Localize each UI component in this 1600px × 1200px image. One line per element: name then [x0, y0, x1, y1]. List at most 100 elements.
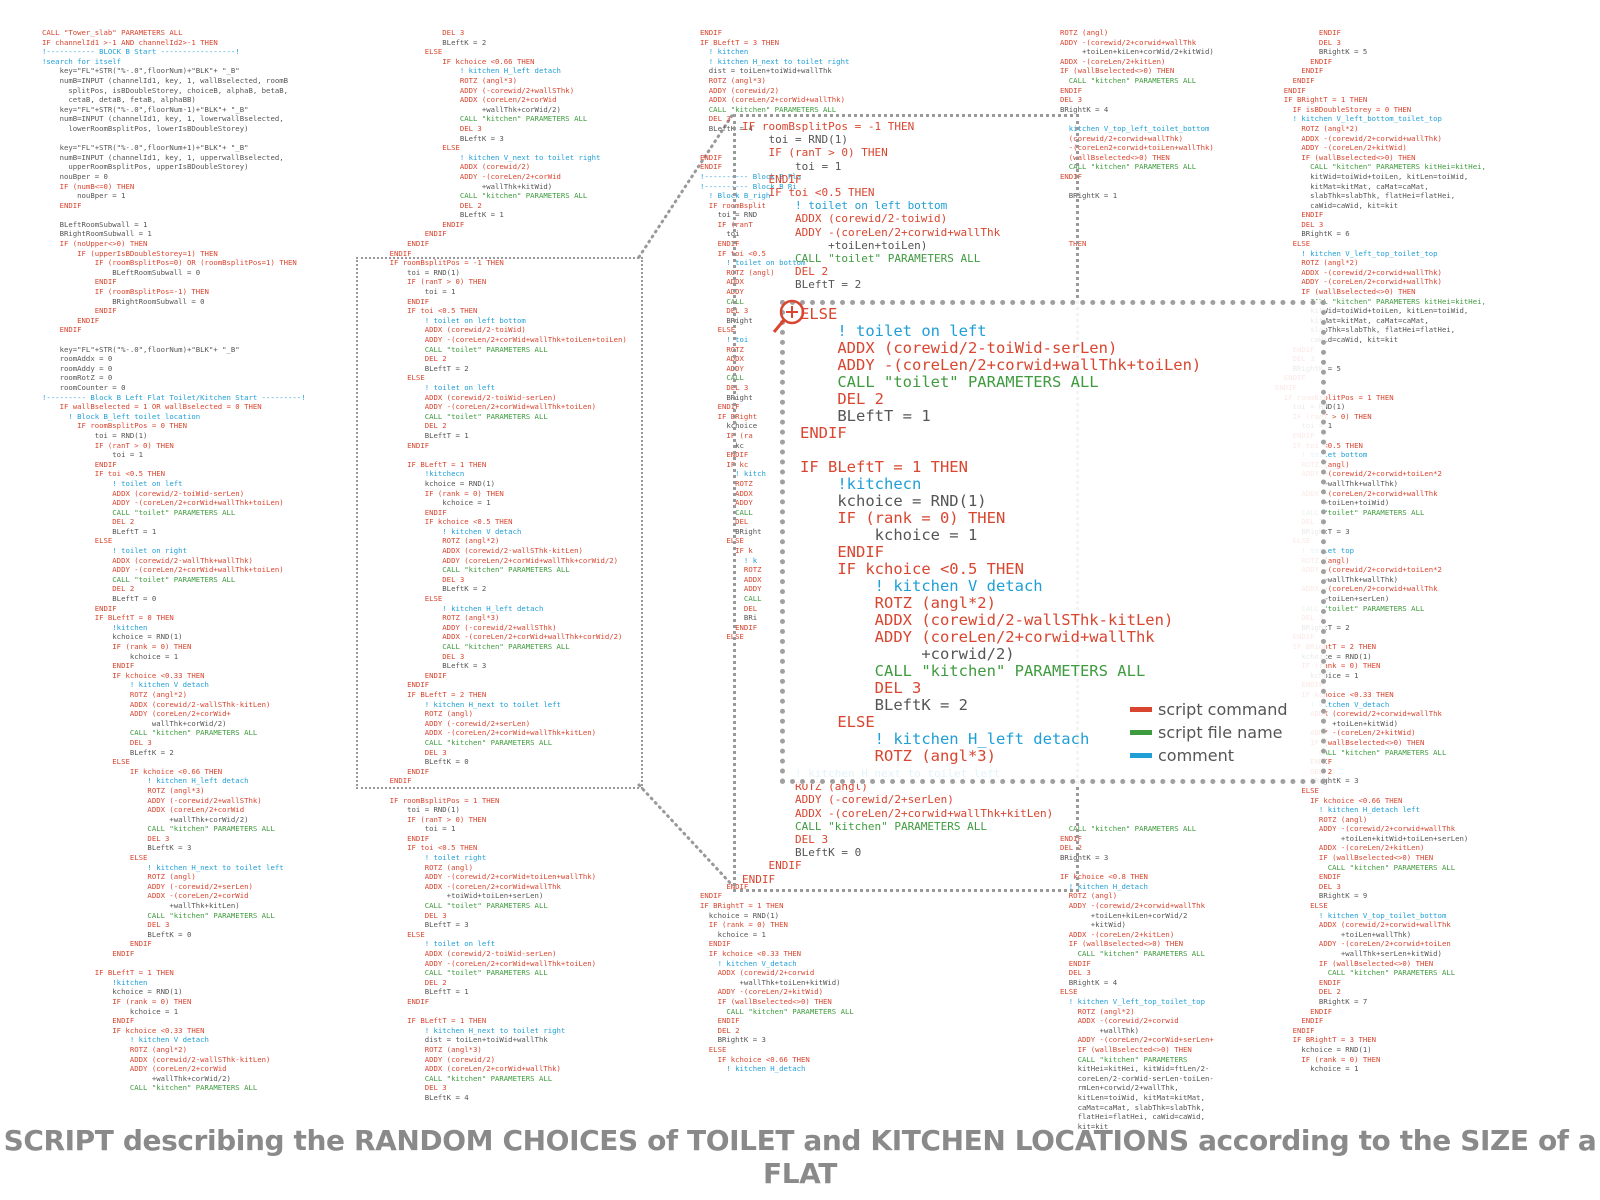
- col-2-line: DEL 3: [372, 651, 465, 661]
- col-1-line: ! kitchen V detach: [42, 1035, 209, 1045]
- magnified-line: ADDX (corewid/2-toiWid-serLen): [800, 339, 1118, 357]
- col-2-line: ROTZ (angl*3): [372, 613, 500, 623]
- zoom-line: BLeftT = 2: [742, 278, 862, 292]
- col-3-line: ENDIF: [700, 881, 749, 891]
- col-4-line: ENDIF: [1060, 85, 1082, 95]
- col-5-line: caWid=caWid, kit=kit: [1275, 335, 1399, 344]
- col-3-line: ! kitchen H_detach: [700, 1064, 806, 1074]
- col-5-line: ENDIF: [1275, 28, 1341, 37]
- magnified-line: BLeftT = 1: [800, 407, 931, 425]
- col-2-line: ENDIF: [372, 996, 430, 1006]
- col-5-line: IF (wallBselected<>0) THEN: [1275, 853, 1434, 863]
- col-2-line: IF BLeftT = 2 THEN: [372, 689, 487, 699]
- col-5-line: +toiLen+toiWid): [1275, 498, 1390, 508]
- magnified-line: DEL 2: [800, 390, 884, 408]
- col-1-line: toi = 1: [42, 450, 144, 460]
- magnified-line: CALL "kitchen" PARAMETERS ALL: [800, 662, 1146, 680]
- col-3-line: IF BLeftT = 3 THEN: [700, 37, 780, 47]
- col-2-line: IF BLeftT = 1 THEN: [372, 1016, 487, 1026]
- col-2-line: IF BLeftT = 1 THEN: [372, 459, 487, 469]
- col-4-line: +toiLen+kiLen+corWid/2+kitWid): [1060, 47, 1214, 57]
- col-3-line: ENDIF: [700, 1016, 740, 1026]
- legend-label-file-name: script file name: [1158, 723, 1283, 742]
- col-5-line: ENDIF: [1275, 1016, 1324, 1026]
- col-4-line: IF (wallBselected<>0) THEN: [1060, 939, 1184, 949]
- col-4-line: (wallBselected<>0) THEN: [1060, 152, 1170, 162]
- col-4-line: [1060, 249, 1214, 259]
- col-2-line: ADDY (corewid/2): [372, 1054, 496, 1064]
- zoom-line: CALL "kitchen" PARAMETERS ALL: [742, 819, 988, 833]
- col-1-line: roomAddy = 0: [42, 363, 113, 373]
- col-1-line: BRightRoomSubwall = 0: [42, 296, 205, 306]
- col-1-line: ENDIF: [42, 939, 152, 949]
- col-4-line: [1060, 268, 1214, 278]
- col-1-line: BLeftRoomSubwall = 1: [42, 219, 148, 229]
- col-2-line: BLeftT = 3: [372, 920, 469, 930]
- col-2-line: !kitchecn: [372, 469, 465, 479]
- col-1-line: ! toilet on right: [42, 546, 187, 556]
- col-2-line: CALL "kitchen" PARAMETERS ALL: [372, 114, 588, 124]
- col-1-line: key="FL"+STR("%-.0",floorNum)+"BLK"+ "_B…: [42, 344, 240, 354]
- zoom-line: ENDIF: [742, 172, 802, 186]
- col-4-line: BRightK = 1: [1060, 191, 1118, 201]
- col-1-line: BLeftK = 0: [42, 929, 192, 939]
- col-1-line: key="FL"+STR("%-.0",floorNum)+"BLK"+ "_B…: [42, 66, 240, 76]
- col-5-line: ENDIF: [1275, 977, 1341, 987]
- col-3-line: DEL 3: [700, 114, 731, 124]
- col-1-line: roomAddx = 0: [42, 354, 113, 364]
- col-5-line: DEL 2: [1275, 987, 1341, 997]
- col-4-line: CALL "kitchen" PARAMETERS ALL: [1060, 824, 1197, 834]
- col-3-line: ENDIF: [700, 152, 722, 162]
- code-column-4: ROTZ (angl)ADDY -(corewid/2+corwid+wallT…: [1060, 28, 1214, 1131]
- zoom-line: IF toi <0.5 THEN: [742, 186, 875, 200]
- col-4-line: +toiLen+kiLen+corWid/2: [1060, 910, 1188, 920]
- col-2-line: ENDIF: [372, 440, 430, 450]
- col-1-line: kchoice = 1: [42, 1006, 179, 1016]
- col-3-line: ! toi: [700, 335, 749, 344]
- col-1-line: !kitchen: [42, 622, 148, 632]
- col-3-line: DEL 3: [700, 382, 749, 392]
- col-1-line: ENDIF: [42, 315, 100, 325]
- col-1-line: IF (noUpper<>0) THEN: [42, 239, 148, 249]
- col-2-line: BLeftK = 2: [372, 584, 487, 594]
- col-3-line: BRi: [700, 613, 758, 623]
- col-2-line: ENDIF: [372, 248, 412, 258]
- zoom-line: toi = 1: [742, 159, 842, 173]
- col-2-line: +toiWid+toiLen+serLen): [372, 891, 544, 901]
- col-3-line: DEL: [700, 517, 749, 527]
- magnified-line: kchoice = RND(1): [800, 492, 987, 510]
- col-1-line: wallThk+corWid/2): [42, 718, 227, 728]
- col-5-line: ! kitchen V_top_toilet_bottom: [1275, 910, 1447, 920]
- col-1-line: [42, 210, 306, 220]
- col-1-line: kchoice = RND(1): [42, 987, 183, 997]
- col-4-line: kitLen=toiWid, kitMat=kitMat,: [1060, 1092, 1205, 1102]
- col-1-line: BLeftRoomSubwall = 0: [42, 267, 201, 277]
- col-3-line: ROTZ: [700, 565, 762, 575]
- col-2-line: IF (rank = 0) THEN: [372, 488, 504, 498]
- col-5-line: ENDIF: [1275, 210, 1324, 220]
- col-1-line: DEL 2: [42, 517, 135, 527]
- col-1-line: CALL "kitchen" PARAMETERS ALL: [42, 910, 275, 920]
- legend-item-comment: comment: [1130, 744, 1288, 767]
- col-5-line: ! kitchen V_left_top_toilet_top: [1275, 248, 1438, 258]
- magnified-line: ADDX (corewid/2-wallSThk-kitLen): [800, 611, 1174, 629]
- magnified-line: ! toilet on left: [800, 322, 987, 340]
- col-4-line: [1060, 201, 1214, 211]
- col-4-line: [1060, 229, 1214, 239]
- col-5-line: kchoice = RND(1): [1275, 1044, 1372, 1054]
- col-1-line: CALL "kitchen" PARAMETERS ALL: [42, 1083, 258, 1093]
- col-5-line: ENDIF: [1275, 872, 1341, 882]
- col-4-line: ADDY -(corewid/2+corwid+wallThk: [1060, 37, 1197, 47]
- col-1-line: numB=INPUT (channelId1, key, 1, wallBsel…: [42, 75, 289, 85]
- col-5-line: ADDY -(coreLen/2+corwid+toiLen: [1275, 939, 1451, 949]
- col-1-line: toi = RND(1): [42, 430, 148, 440]
- col-1-line: ! Block B_left toilet location: [42, 411, 201, 421]
- col-1-line: lowerRoomBsplitPos, lowerIsBDoubleStorey…: [42, 123, 249, 133]
- col-2-line: ENDIF: [372, 219, 465, 229]
- col-1-line: DEL 2: [42, 584, 135, 594]
- col-5-line: ADDX -(corewid/2+corwid+wallThk): [1275, 133, 1442, 143]
- magnified-line: ! kitchen H_left detach: [800, 730, 1090, 748]
- col-3-line: ENDIF: [700, 622, 758, 632]
- col-2-line: ENDIF: [372, 766, 430, 776]
- col-4-line: [1060, 220, 1214, 230]
